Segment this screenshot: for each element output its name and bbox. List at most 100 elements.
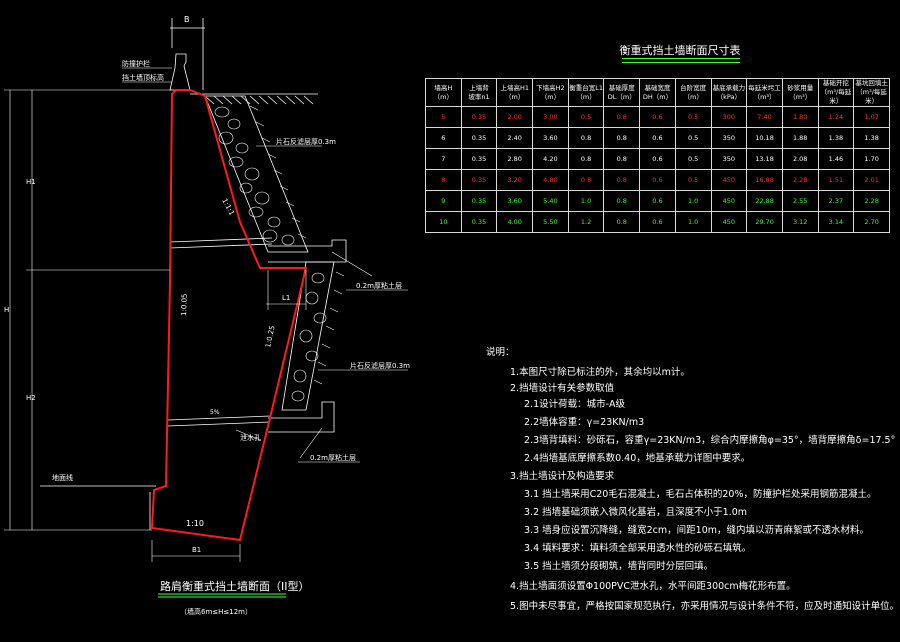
table-cell: 1.51	[817, 169, 855, 191]
table-cell: 3.60	[532, 127, 569, 149]
col-header: 下墙高H2（m）	[532, 78, 569, 107]
notes-heading: 说明：	[486, 347, 515, 358]
col-header: 衡重台宽L1（m）	[567, 78, 605, 107]
upper-backfill-hatch	[249, 105, 307, 239]
table-cell: 0.8	[603, 127, 641, 149]
table-cell: 0.6	[639, 148, 676, 170]
note-item: 3.5 挡土墙须分段砌筑，墙背同时分层回填。	[524, 561, 714, 572]
note-item: 2.挡墙设计有关参数取值	[510, 383, 615, 394]
table-cell: 0.6	[639, 127, 676, 149]
table-cell: 1.0	[567, 190, 605, 212]
table-cell: 450	[710, 211, 748, 233]
note-item: 3.1 挡土墙采用C20毛石混凝土，毛石占体积的20%，防撞护栏处采用钢筋混凝土…	[524, 489, 877, 500]
table-cell: 3.60	[496, 190, 534, 212]
table-cell: 1.80	[781, 106, 819, 128]
col-header: 基础开挖（m³/每延米）	[817, 78, 855, 107]
clay-upper-label: 0.2m厚粘土层	[356, 281, 402, 290]
railing-label: 防撞护栏	[122, 59, 150, 68]
base-width-dimension	[151, 540, 241, 562]
note-item: 3.3 墙身应设置沉降缝，缝宽2cm，间距10m，缝内填以沥青麻絮或不透水材料。	[524, 525, 869, 536]
table-cell: 2.40	[496, 127, 534, 149]
table-cell: 0.8	[567, 127, 605, 149]
table-cell: 5	[425, 106, 462, 128]
col-header: 砂浆用量（m³）	[781, 78, 819, 107]
note-item: 1.本图尺寸除已标注的外，其余均以m计。	[510, 367, 690, 378]
col-header: 上墙高H1（m）	[496, 78, 534, 107]
table-cell: 0.8	[603, 169, 641, 191]
ledge-width-dimension	[266, 270, 307, 310]
table-cell: 0.35	[460, 106, 498, 128]
table-cell: 5.40	[532, 190, 569, 212]
drawing-title: 路肩衡重式挡土墙断面（II型）	[160, 579, 310, 593]
table-cell: 0.35	[460, 190, 498, 212]
table-cell: 0.8	[603, 211, 641, 233]
slope-pct-label: 5%	[210, 409, 220, 416]
table-title: 衡重式挡土墙断面尺寸表	[619, 44, 741, 57]
table-cell: 1.0	[674, 211, 712, 233]
table-cell: 1.88	[781, 127, 819, 149]
lower-gravel-stones	[291, 272, 327, 402]
table-cell: 7.40	[746, 106, 783, 128]
drain-pipes	[167, 237, 273, 427]
gravel-layer-bottom-label: 片石反滤层厚0.3m	[350, 361, 410, 370]
upper-gravel-stones	[214, 106, 295, 246]
table-cell: 0.8	[567, 169, 605, 191]
table-cell: 0.6	[639, 106, 676, 128]
table-cell: 0.5	[674, 106, 712, 128]
table-cell: 0.35	[460, 211, 498, 233]
table-cell: 1.38	[853, 127, 890, 149]
railing-shape	[169, 53, 191, 91]
table-cell: 2.28	[781, 169, 819, 191]
table-cell: 10.18	[746, 127, 783, 149]
lower-backfill-hatch	[313, 271, 345, 385]
clay-lower-label: 0.2m厚粘土层	[310, 453, 356, 462]
height-dimensions	[4, 89, 172, 531]
table-cell: 8	[425, 169, 462, 191]
table-cell: 350	[710, 148, 748, 170]
dim-l1-label: L1	[282, 294, 290, 302]
table-cell: 5.50	[532, 211, 569, 233]
col-header: 每延米圬工（m³）	[746, 78, 783, 107]
grade-back-lower-label: 1:0.25	[264, 325, 276, 349]
lower-gravel-band	[281, 261, 335, 411]
table-cell: 13.18	[746, 148, 783, 170]
table-cell: 0.35	[460, 148, 498, 170]
dimension-table: 墙高H（m） 上墙背坡率n1 上墙高H1（m） 下墙高H2（m） 衡重台宽L1（…	[425, 78, 890, 233]
note-item: 2.2墙体容重：γ=23KN/m3	[524, 417, 645, 428]
top-width-dimension	[170, 18, 205, 90]
dim-h2-label: H2	[26, 394, 36, 402]
table-cell: 0.8	[603, 106, 641, 128]
table-cell: 2.80	[496, 148, 534, 170]
table-cell: 3.14	[817, 211, 855, 233]
upper-gravel-band	[204, 95, 309, 253]
table-cell: 0.8	[603, 190, 641, 212]
table-cell: 2.70	[853, 211, 890, 233]
table-cell: 0.35	[460, 127, 498, 149]
table-cell: 450	[710, 190, 748, 212]
note-item: 2.3墙背填料：砂砾石，容重γ=23KN/m3，综合内摩擦角φ=35°，墙背摩擦…	[524, 435, 896, 446]
table-cell: 0.5	[674, 127, 712, 149]
table-cell: 0.6	[639, 211, 676, 233]
base-ground-line	[40, 485, 156, 530]
table-cell: 3.00	[532, 106, 569, 128]
table-cell: 1.07	[853, 106, 890, 128]
table-cell: 350	[710, 127, 748, 149]
table-cell: 4.20	[532, 148, 569, 170]
ground-line-label: 地面线	[52, 473, 73, 482]
table-cell: 29.70	[746, 211, 783, 233]
table-cell: 0.8	[567, 148, 605, 170]
note-item: 3.2 挡墙基础须嵌入微风化基岩，且深度不小于1.0m	[524, 507, 747, 518]
top-ground-line	[190, 93, 318, 105]
table-cell: 10	[425, 211, 462, 233]
middle-ledge	[268, 239, 347, 263]
lower-ledge	[268, 401, 335, 433]
table-cell: 2.28	[853, 190, 890, 212]
